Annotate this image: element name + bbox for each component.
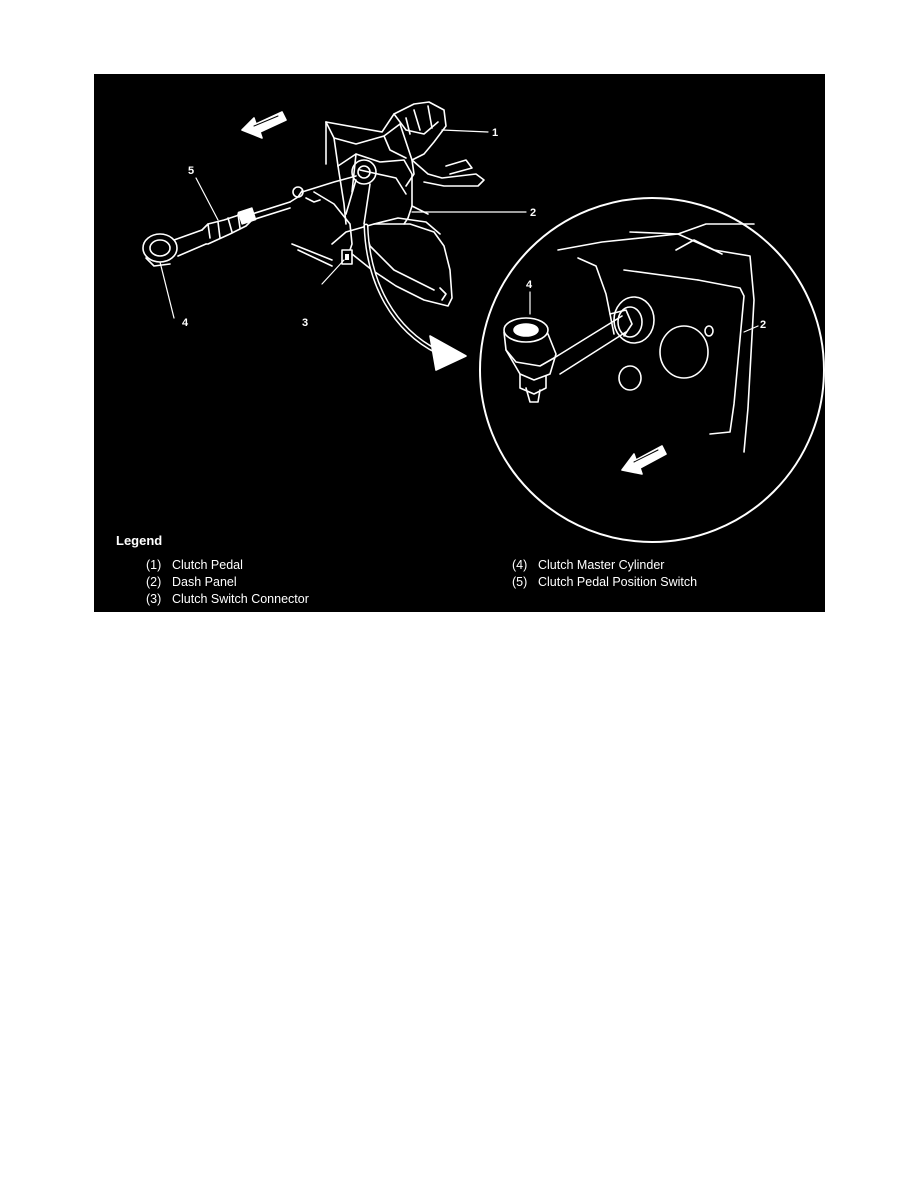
dash-panel bbox=[337, 153, 429, 225]
pushrod-hub bbox=[345, 159, 377, 225]
clutch-switch-connector bbox=[291, 191, 353, 267]
legend-item-1: (1)Clutch Pedal bbox=[146, 558, 243, 572]
legend-item-2: (2)Dash Panel bbox=[146, 575, 237, 589]
callout-4-main: 4 bbox=[182, 317, 189, 329]
clutch-diagram: 1 2 3 4 5 4 2 bbox=[142, 101, 825, 543]
callout-2-detail: 2 bbox=[760, 319, 766, 331]
figure-panel: 1 2 3 4 5 4 2 Legend (1)Clutch Pedal (2)… bbox=[94, 74, 825, 612]
direction-arrow-detail bbox=[621, 445, 667, 475]
legend-item-5: (5)Clutch Pedal Position Switch bbox=[512, 575, 698, 589]
callout-leaders bbox=[159, 129, 759, 333]
clutch-pedal bbox=[325, 101, 485, 187]
legend-item-4: (4)Clutch Master Cylinder bbox=[512, 558, 665, 572]
callout-3: 3 bbox=[302, 317, 308, 329]
callout-1: 1 bbox=[492, 127, 498, 139]
detail-view bbox=[479, 197, 825, 543]
clutch-master-cylinder-assembly bbox=[142, 175, 357, 267]
transfer-arrow bbox=[363, 223, 467, 371]
callout-2-main: 2 bbox=[530, 207, 536, 219]
callout-4-detail: 4 bbox=[526, 279, 533, 291]
direction-arrow-top bbox=[241, 111, 287, 139]
callout-5: 5 bbox=[188, 165, 194, 177]
legend-title: Legend bbox=[116, 533, 163, 548]
legend-item-3: (3)Clutch Switch Connector bbox=[146, 592, 309, 606]
